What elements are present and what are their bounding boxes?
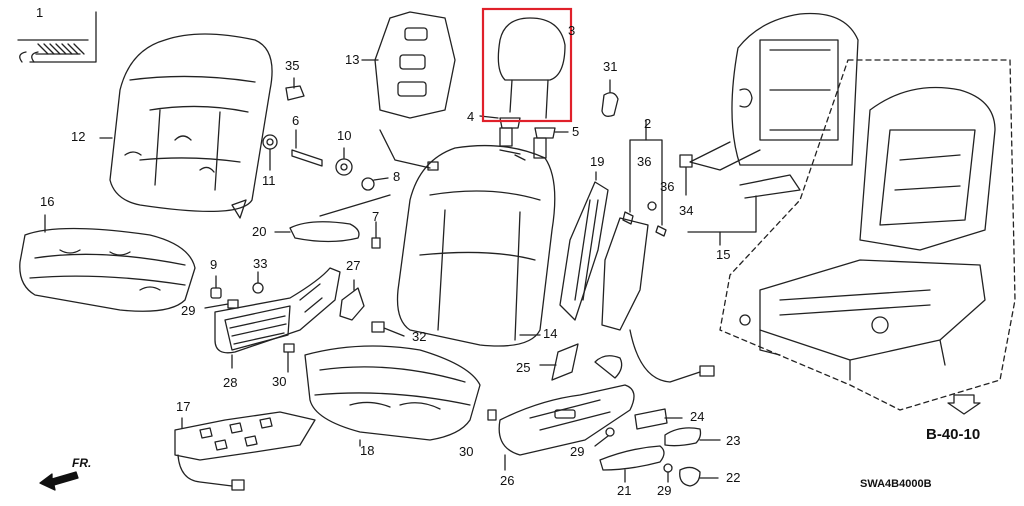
- part-label: 20: [252, 224, 267, 239]
- part-label: 29: [657, 483, 672, 498]
- seat-frame: [739, 86, 996, 381]
- part-label: 16: [40, 194, 55, 209]
- wire-clip: [601, 79, 619, 117]
- part-label: 30: [459, 444, 474, 459]
- part-label: 33: [253, 256, 268, 271]
- part-label: 2: [644, 116, 652, 131]
- part-label: 10: [337, 128, 352, 143]
- part-label: 29: [181, 303, 196, 318]
- part-label: 19: [590, 154, 605, 169]
- part-label: 7: [372, 209, 380, 224]
- part-label: 4: [467, 109, 475, 124]
- part-label: 26: [500, 473, 515, 488]
- part-label: 25: [516, 360, 531, 375]
- part-label: 27: [346, 258, 361, 273]
- part-label: 35: [285, 58, 300, 73]
- recliner-cover: [487, 355, 635, 471]
- clip-bundle: [17, 11, 97, 63]
- part-label: 6: [292, 113, 300, 128]
- part-label: 36: [637, 154, 652, 169]
- front-label: FR.: [72, 456, 92, 470]
- seatback-frame: [687, 12, 859, 246]
- side-airbag-module: [601, 119, 715, 383]
- part-label: 31: [603, 59, 618, 74]
- part-label: 3: [568, 23, 576, 38]
- frame-assembly-outline: [719, 59, 1016, 411]
- part-label: 18: [360, 443, 375, 458]
- seatback-pad: [396, 144, 556, 347]
- seatback-cover: [99, 33, 273, 219]
- part-label: 12: [71, 129, 86, 144]
- part-label: 23: [726, 433, 741, 448]
- seatback-plate: [361, 11, 456, 171]
- part-label: 21: [617, 483, 632, 498]
- headrest: [497, 17, 566, 119]
- part-label: 8: [393, 169, 401, 184]
- side-bag-cover: [559, 171, 609, 321]
- part-label: 36: [660, 179, 675, 194]
- part-label: 1: [36, 5, 44, 20]
- reference-tag: B-40-10: [926, 426, 981, 443]
- part-label: 30: [272, 374, 287, 389]
- part-label: 5: [572, 124, 580, 139]
- part-label: 32: [412, 329, 427, 344]
- hardware-left: [262, 77, 391, 249]
- side-trim-panel: [214, 267, 341, 369]
- seat-cushion-cover: [19, 214, 196, 312]
- seat-heater-mat: [174, 411, 316, 491]
- front-arrow: [39, 471, 79, 491]
- part-label: 34: [679, 203, 694, 218]
- part-label: 15: [716, 247, 731, 262]
- part-label: 24: [690, 409, 705, 424]
- part-label: 11: [262, 173, 276, 188]
- diagram-code: SWA4B4000B: [860, 478, 932, 490]
- part-label: 14: [543, 326, 558, 341]
- part-label: 28: [223, 375, 238, 390]
- highlight-box: [481, 7, 573, 123]
- part-label: 13: [345, 52, 360, 67]
- part-label: 9: [210, 257, 218, 272]
- part-label: 29: [570, 444, 585, 459]
- switch-knobs: [594, 408, 721, 487]
- seat-cushion-pad: [304, 345, 481, 447]
- hardware-lower: [204, 271, 405, 373]
- bracket-25: [539, 343, 579, 381]
- part-label: 17: [176, 399, 191, 414]
- part-label: 22: [726, 470, 741, 485]
- headrest-guides: [479, 115, 569, 159]
- reference-arrow: [947, 394, 981, 415]
